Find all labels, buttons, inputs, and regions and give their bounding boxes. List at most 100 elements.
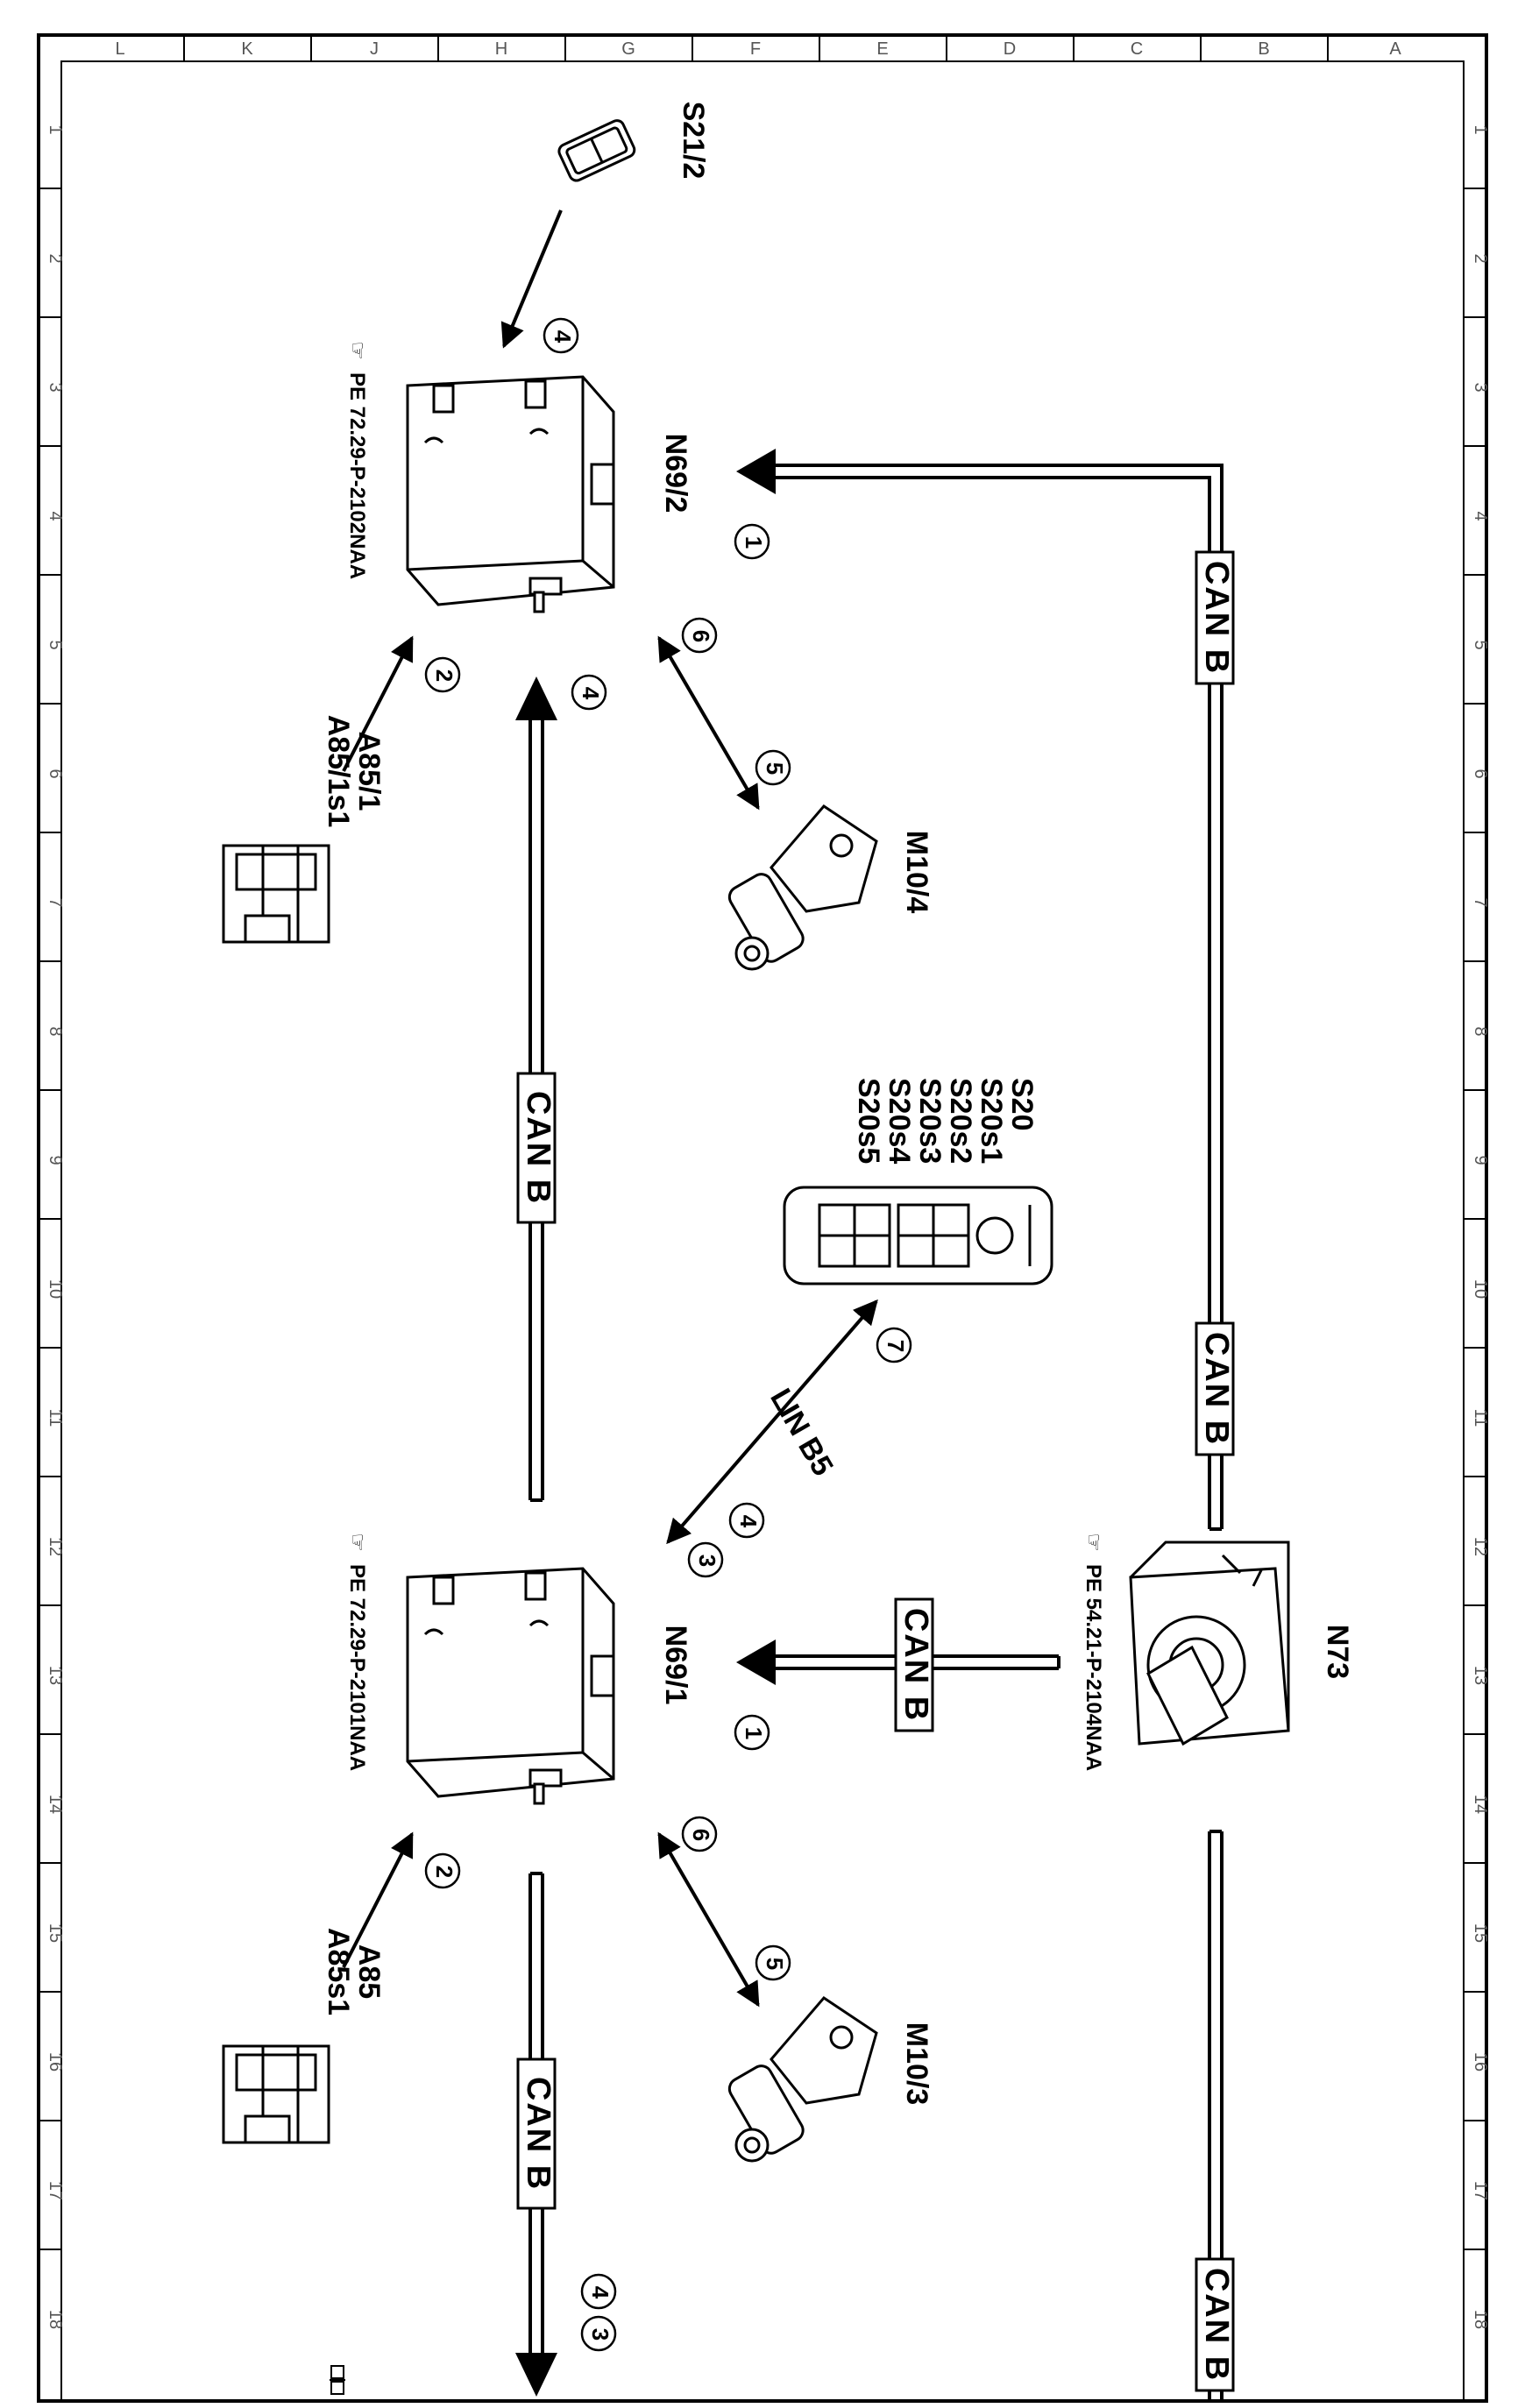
- can-b-label-2: CAN B: [1198, 1332, 1235, 1446]
- footer-symbol-icon: [330, 2365, 345, 2395]
- row-label-right-17: 17: [1471, 2181, 1490, 2200]
- can-b-bus-n73-to-n69-2: [771, 464, 1224, 1531]
- row-label-right-1: 1: [1471, 124, 1490, 134]
- label-n69-1: N69/1: [659, 1625, 692, 1705]
- can-b-box-1: CAN B: [1195, 550, 1235, 685]
- can-b-label-1: CAN B: [1198, 561, 1235, 675]
- markers: 4 1 6 2 4 5 7 4 3 1 6 2 5 4 3: [424, 317, 912, 2352]
- m10-4-motor-icon: [727, 804, 878, 971]
- marker-1-b: 1: [741, 1727, 767, 1739]
- can-b-box-3: CAN B: [1195, 2257, 1235, 2392]
- marker-4-c: 4: [735, 1515, 762, 1528]
- marker-3-b: 3: [587, 2328, 614, 2341]
- s20-remote-key-icon: [783, 1186, 1053, 1285]
- row-label-left-13: 13: [46, 1666, 65, 1685]
- col-label-H: H: [495, 39, 507, 59]
- marker-1-a: 1: [741, 536, 767, 549]
- col-label-C: C: [1131, 39, 1143, 59]
- label-s20s3: S20s3: [913, 1078, 947, 1164]
- col-label-G: G: [621, 39, 635, 59]
- m10-3-motor-icon: [727, 1996, 878, 2163]
- label-s21-2: S21/2: [677, 102, 710, 180]
- row-label-right-9: 9: [1471, 1155, 1490, 1165]
- arrow-n69-2-m10-4: [657, 635, 760, 811]
- marker-4-a: 4: [550, 330, 576, 343]
- col-label-L: L: [115, 39, 124, 59]
- row-label-right-3: 3: [1471, 382, 1490, 392]
- row-label-left-2: 2: [46, 253, 65, 263]
- col-label-E: E: [876, 39, 888, 59]
- signal-arrows: [342, 209, 878, 2008]
- row-label-left-18: 18: [46, 2310, 65, 2329]
- label-s20s5: S20s5: [852, 1078, 885, 1164]
- ref-n73: ☞ PE 54.21-P-2104NAA: [1082, 1533, 1105, 1771]
- arrow-to-n69-1: [736, 1640, 776, 1685]
- a85-1-door-lock-icon: [222, 844, 330, 944]
- a85-door-lock-icon: [222, 2044, 330, 2144]
- row-label-right-11: 11: [1471, 1409, 1490, 1427]
- s21-2-switch-icon: [557, 119, 636, 182]
- can-b-label-3: CAN B: [1198, 2268, 1235, 2382]
- ref-n69-2: ☞ PE 72.29-P-2102NAA: [345, 341, 369, 579]
- ref-text-n69-1: PE 72.29-P-2101NAA: [345, 1564, 369, 1771]
- row-label-right-7: 7: [1471, 897, 1490, 907]
- col-label-A: A: [1389, 39, 1401, 59]
- book-icon-n73: ☞: [1082, 1533, 1105, 1552]
- row-labels: 1 2 3 4 5 6 7 8 9 10 11 12 13 14 15 16 1…: [46, 124, 1490, 2329]
- label-a85: A85: [352, 1944, 386, 1999]
- label-n69-2: N69/2: [659, 434, 692, 513]
- arrow-s21-2-to-n69-2: [500, 209, 563, 349]
- label-m10-3: M10/3: [900, 2022, 933, 2106]
- marker-5-a: 5: [762, 762, 788, 775]
- marker-4-d: 4: [587, 2286, 614, 2299]
- marker-2-a: 2: [431, 669, 458, 682]
- row-label-right-2: 2: [1471, 253, 1490, 263]
- can-b-label-6: CAN B: [520, 2077, 557, 2191]
- row-label-right-12: 12: [1471, 1537, 1490, 1556]
- marker-7: 7: [883, 1340, 909, 1352]
- label-s20s1: S20s1: [975, 1078, 1008, 1164]
- ref-text-n69-2: PE 72.29-P-2102NAA: [345, 372, 369, 579]
- marker-2-b: 2: [431, 1866, 458, 1878]
- marker-3-a: 3: [694, 1555, 720, 1567]
- column-ruler: L K J H G F E D C B A: [61, 35, 1464, 62]
- can-b-label-5: CAN B: [520, 1091, 557, 1205]
- row-label-left-15: 15: [46, 1923, 65, 1943]
- row-label-left-11: 11: [46, 1409, 65, 1427]
- row-label-left-9: 9: [46, 1155, 65, 1165]
- row-label-right-13: 13: [1471, 1666, 1490, 1685]
- can-b-box-4: CAN B: [894, 1597, 934, 1732]
- marker-6-b: 6: [688, 1829, 714, 1841]
- arrow-down-can-b: [515, 2353, 557, 2397]
- col-label-D: D: [1004, 39, 1016, 59]
- row-label-left-14: 14: [46, 1795, 65, 1814]
- label-a85s1: A85s1: [322, 1928, 355, 2015]
- ref-text-n73: PE 54.21-P-2104NAA: [1082, 1564, 1105, 1771]
- can-b-box-2: CAN B: [1195, 1321, 1235, 1456]
- label-a85-1: A85/1: [352, 732, 386, 811]
- marker-6-a: 6: [688, 630, 714, 642]
- row-label-left-3: 3: [46, 382, 65, 392]
- book-icon-n69-1: ☞: [345, 1533, 369, 1552]
- label-a85-1s1: A85/1s1: [322, 715, 355, 828]
- row-label-left-1: 1: [46, 124, 65, 134]
- row-label-left-10: 10: [46, 1279, 65, 1299]
- lin-b5-label: LIN B5: [763, 1383, 840, 1481]
- row-label-right-18: 18: [1471, 2310, 1490, 2329]
- ref-n69-1: ☞ PE 72.29-P-2101NAA: [345, 1533, 369, 1771]
- col-label-J: J: [370, 39, 379, 59]
- label-s20s2: S20s2: [944, 1078, 977, 1164]
- lin-b5-bus: [666, 1299, 878, 1545]
- row-label-right-16: 16: [1471, 2052, 1490, 2072]
- row-label-left-16: 16: [46, 2052, 65, 2072]
- arrow-a85-to-n69-1: [342, 1831, 414, 1968]
- label-s20s4: S20s4: [883, 1078, 916, 1164]
- row-label-left-7: 7: [46, 897, 65, 907]
- row-label-left-5: 5: [46, 640, 65, 649]
- row-label-right-10: 10: [1471, 1279, 1490, 1299]
- col-label-F: F: [750, 39, 761, 59]
- can-b-box-6: CAN B: [516, 2057, 557, 2210]
- col-label-K: K: [241, 39, 253, 59]
- row-label-left-6: 6: [46, 768, 65, 778]
